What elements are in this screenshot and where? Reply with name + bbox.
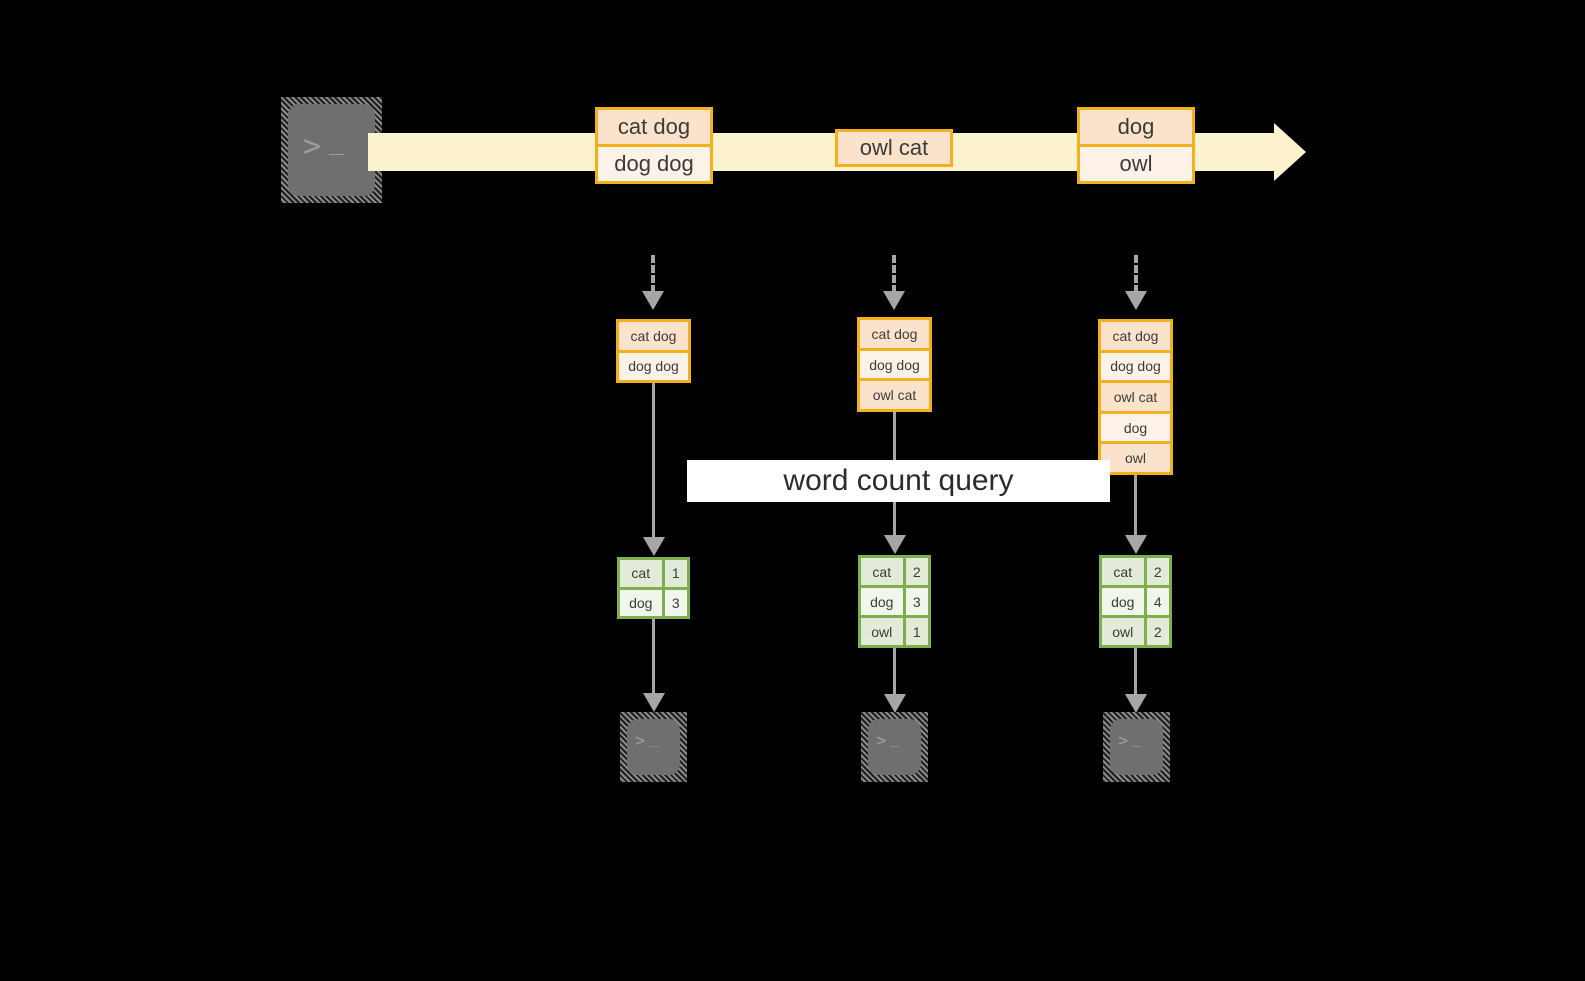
terminal-icon-source[interactable]: > _ xyxy=(281,97,382,203)
terminal-icon-sink-1[interactable]: > _ xyxy=(620,712,687,782)
terminal-icon-sink-3[interactable]: > _ xyxy=(1103,712,1170,782)
stream-tap-connector-3 xyxy=(1134,255,1138,293)
terminal-icon-sink-2[interactable]: > _ xyxy=(861,712,928,782)
stream-tap-connector-2 xyxy=(892,255,896,293)
cell-word: dog xyxy=(861,588,903,615)
cell-count: 1 xyxy=(902,618,928,645)
record-line: owl cat xyxy=(860,378,929,410)
table-row: dog 3 xyxy=(861,585,928,615)
stream-tap-connector-1 xyxy=(651,255,655,293)
snapshot-1-records[interactable]: cat dog dog dog xyxy=(616,319,691,383)
prompt-cursor-icon: _ xyxy=(329,126,346,156)
table-row: cat 1 xyxy=(620,560,687,587)
terminal-screen: > _ xyxy=(1110,719,1163,775)
stream-batch-2[interactable]: owl cat xyxy=(835,129,953,167)
record-line: owl xyxy=(1101,441,1170,472)
result-table-3[interactable]: cat 2 dog 4 owl 2 xyxy=(1099,555,1172,648)
cell-word: cat xyxy=(620,560,662,587)
cell-count: 1 xyxy=(661,560,687,587)
arrowhead-icon xyxy=(642,291,664,310)
prompt-chevron-icon: > xyxy=(1118,731,1130,751)
cell-count: 3 xyxy=(902,588,928,615)
sink-connector-3 xyxy=(1134,648,1137,696)
arrowhead-icon xyxy=(1125,694,1147,713)
result-table-2[interactable]: cat 2 dog 3 owl 1 xyxy=(858,555,931,648)
table-row: dog 3 xyxy=(620,586,687,616)
record-line: cat dog xyxy=(598,110,710,144)
cell-word: cat xyxy=(861,558,903,585)
arrowhead-icon xyxy=(643,693,665,712)
event-stream-arrowhead-icon xyxy=(1274,123,1306,181)
prompt-cursor-icon: _ xyxy=(890,729,901,747)
stream-batch-3[interactable]: dog owl xyxy=(1077,107,1195,184)
cell-count: 2 xyxy=(902,558,928,585)
record-line: cat dog xyxy=(619,322,688,350)
cell-count: 4 xyxy=(1143,588,1169,615)
prompt-chevron-icon: > xyxy=(876,731,888,751)
prompt-chevron-icon: > xyxy=(635,731,647,751)
record-line: dog dog xyxy=(860,347,929,379)
arrowhead-icon xyxy=(883,291,905,310)
record-line: cat dog xyxy=(1101,322,1170,350)
table-row: owl 2 xyxy=(1102,615,1169,645)
terminal-screen: > _ xyxy=(868,719,921,775)
record-line: owl cat xyxy=(1101,380,1170,411)
record-line: dog xyxy=(1101,410,1170,442)
record-line: owl xyxy=(1080,144,1192,181)
cell-count: 3 xyxy=(661,589,687,616)
cell-word: owl xyxy=(861,618,903,645)
result-table-1[interactable]: cat 1 dog 3 xyxy=(617,557,690,619)
arrowhead-icon xyxy=(884,694,906,713)
cell-count: 2 xyxy=(1143,618,1169,645)
table-row: dog 4 xyxy=(1102,585,1169,615)
record-line: dog dog xyxy=(619,349,688,380)
prompt-cursor-icon: _ xyxy=(649,729,660,747)
query-connector-3 xyxy=(1134,475,1137,537)
record-line: dog dog xyxy=(598,144,710,181)
prompt-cursor-icon: _ xyxy=(1132,729,1143,747)
terminal-screen: > _ xyxy=(627,719,680,775)
cell-word: cat xyxy=(1102,558,1144,585)
arrowhead-icon xyxy=(643,537,665,556)
terminal-screen: > _ xyxy=(288,104,375,196)
arrowhead-icon xyxy=(884,535,906,554)
record-line: owl cat xyxy=(838,132,950,164)
record-line: dog dog xyxy=(1101,349,1170,381)
sink-connector-1 xyxy=(652,619,655,695)
stream-batch-1[interactable]: cat dog dog dog xyxy=(595,107,713,184)
table-row: cat 2 xyxy=(1102,558,1169,585)
record-line: cat dog xyxy=(860,320,929,348)
arrowhead-icon xyxy=(1125,535,1147,554)
table-row: cat 2 xyxy=(861,558,928,585)
cell-word: dog xyxy=(1102,588,1144,615)
sink-connector-2 xyxy=(893,648,896,696)
snapshot-3-records[interactable]: cat dog dog dog owl cat dog owl xyxy=(1098,319,1173,475)
query-connector-1 xyxy=(652,383,655,539)
prompt-chevron-icon: > xyxy=(303,129,323,164)
record-line: dog xyxy=(1080,110,1192,144)
cell-word: dog xyxy=(620,589,662,616)
snapshot-2-records[interactable]: cat dog dog dog owl cat xyxy=(857,317,932,412)
cell-word: owl xyxy=(1102,618,1144,645)
query-label-banner: word count query xyxy=(687,460,1110,502)
cell-count: 2 xyxy=(1143,558,1169,585)
table-row: owl 1 xyxy=(861,615,928,645)
arrowhead-icon xyxy=(1125,291,1147,310)
